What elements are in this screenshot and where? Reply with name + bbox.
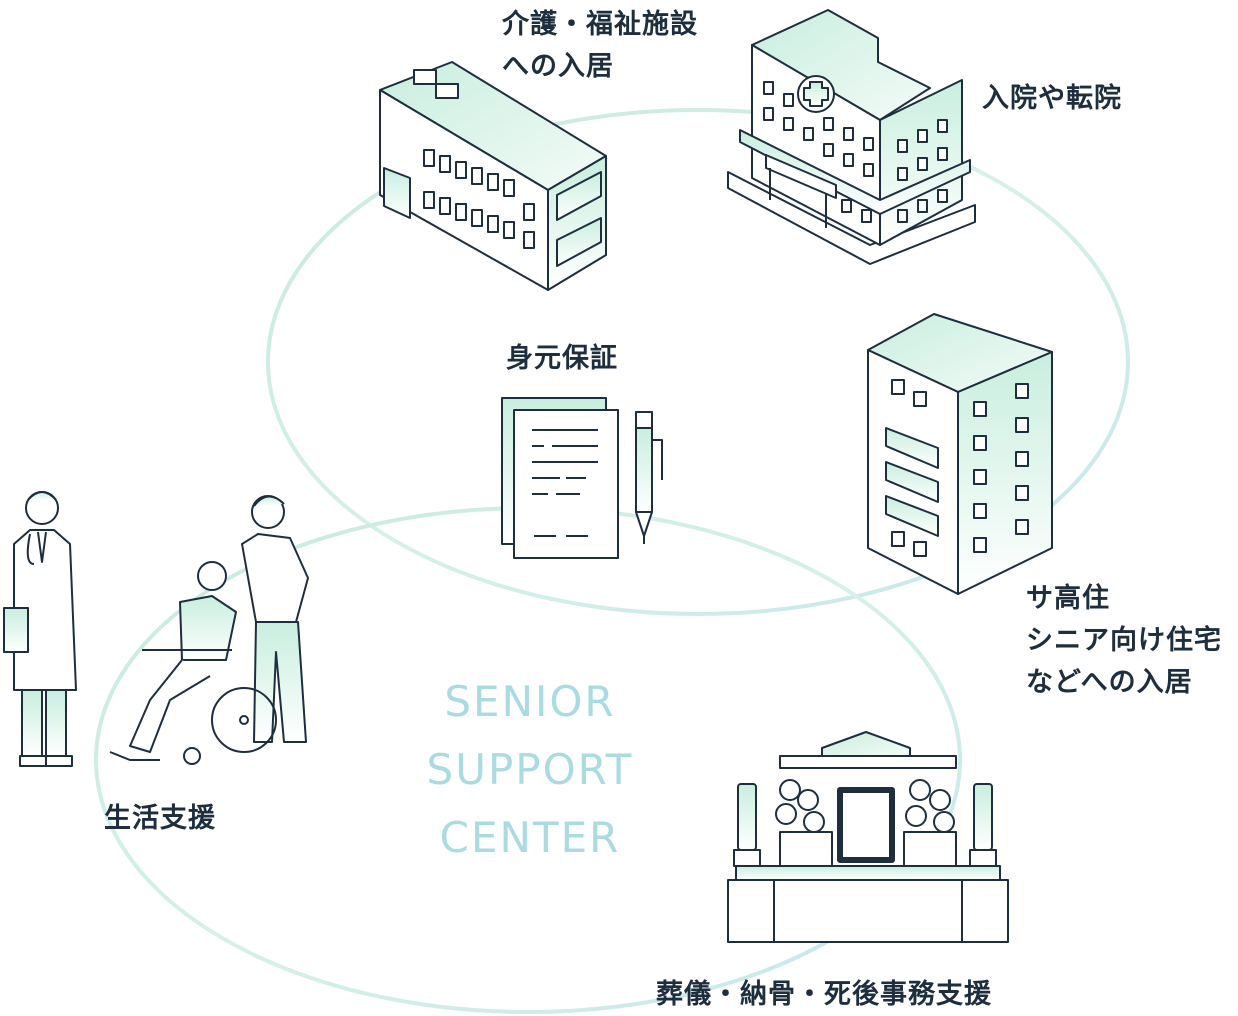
label-line: サ高住 bbox=[1026, 583, 1110, 614]
senior-support-center-mark: SENIOR SUPPORT CENTER bbox=[390, 668, 670, 872]
label-line: シニア向け住宅 bbox=[1026, 624, 1222, 656]
center-mark-line: SUPPORT bbox=[426, 745, 634, 794]
label-senior-housing: サ高住 シニア向け住宅 などへの入居 bbox=[1026, 578, 1222, 704]
label-line: 身元保証 bbox=[506, 343, 618, 374]
label-care-facility: 介護・福祉施設 への入居 bbox=[502, 4, 698, 88]
apartment-building-icon bbox=[867, 313, 1053, 595]
label-funeral: 葬儀・納骨・死後事務支援 bbox=[656, 974, 992, 1016]
label-identity-guarantee: 身元保証 bbox=[506, 338, 618, 380]
care-facility-building-icon bbox=[379, 61, 607, 291]
label-line: 生活支援 bbox=[104, 803, 216, 834]
doctor-icon bbox=[3, 491, 77, 767]
label-line: 入院や転院 bbox=[982, 83, 1122, 114]
ring-upper bbox=[266, 108, 1130, 616]
center-mark-line: CENTER bbox=[439, 813, 621, 862]
wheelchair-caregiver-icon bbox=[109, 495, 309, 765]
label-line: 葬儀・納骨・死後事務支援 bbox=[656, 979, 992, 1010]
label-line: 介護・福祉施設 bbox=[502, 9, 698, 40]
document-pen-icon bbox=[501, 397, 663, 559]
label-life-support: 生活支援 bbox=[104, 798, 216, 840]
center-mark-line: SENIOR bbox=[444, 677, 616, 726]
label-line: などへの入居 bbox=[1026, 666, 1193, 698]
label-line: への入居 bbox=[502, 50, 614, 82]
altar-icon bbox=[727, 731, 1009, 943]
hospital-building-icon bbox=[727, 9, 976, 265]
label-hospital: 入院や転院 bbox=[982, 78, 1122, 120]
